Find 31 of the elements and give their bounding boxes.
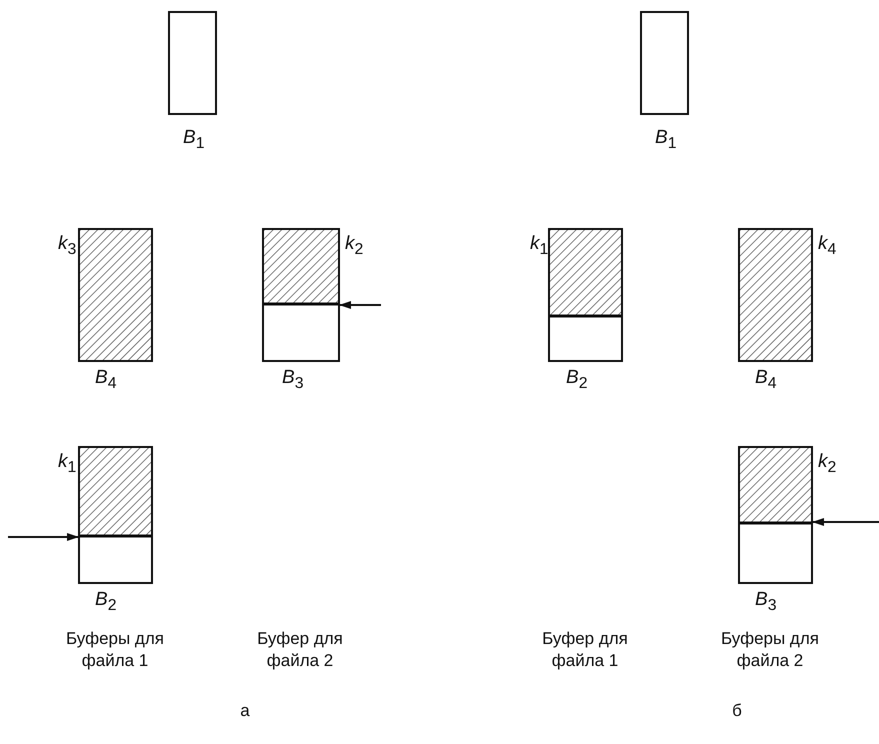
key-label: k$_{3}$ xyxy=(58,234,76,258)
buffer-name: B$_{1}$ xyxy=(183,128,204,152)
caption-text: Буфер для файла 2 xyxy=(256,628,344,672)
panel-letter: а xyxy=(239,700,251,722)
panel-letter: б xyxy=(731,700,743,722)
buffer-box xyxy=(78,228,153,362)
buffer-name: B$_{4}$ xyxy=(95,368,116,392)
buffer-name: B$_{2}$ xyxy=(566,368,588,392)
buffer-name: B$_{4}$ xyxy=(755,368,776,392)
buffer-name: B$_{3}$ xyxy=(282,368,304,392)
key-label: k$_{4}$ xyxy=(818,234,836,258)
key-label: k$_{1}$ xyxy=(530,234,548,258)
arrow xyxy=(812,518,879,526)
buffer-box xyxy=(548,228,623,362)
caption-text: Буфер для файла 1 xyxy=(541,628,629,672)
caption-text: Буферы для файла 1 xyxy=(65,628,165,672)
buffer-box xyxy=(262,228,340,362)
key-label: k$_{1}$ xyxy=(58,452,76,476)
caption-text: Буферы для файла 2 xyxy=(720,628,820,672)
key-label: k$_{2}$ xyxy=(345,234,364,258)
buffer-name: B$_{3}$ xyxy=(755,590,776,614)
buffer-box xyxy=(738,228,813,362)
buffer-name: B$_{2}$ xyxy=(95,590,116,614)
key-label: k$_{2}$ xyxy=(818,452,836,476)
buffer-box xyxy=(168,11,217,115)
buffer-box xyxy=(738,446,813,584)
buffer-name: B$_{1}$ xyxy=(655,128,676,152)
arrow xyxy=(339,301,381,309)
buffer-box xyxy=(78,446,153,584)
buffer-box xyxy=(640,11,689,115)
arrow xyxy=(8,533,79,541)
